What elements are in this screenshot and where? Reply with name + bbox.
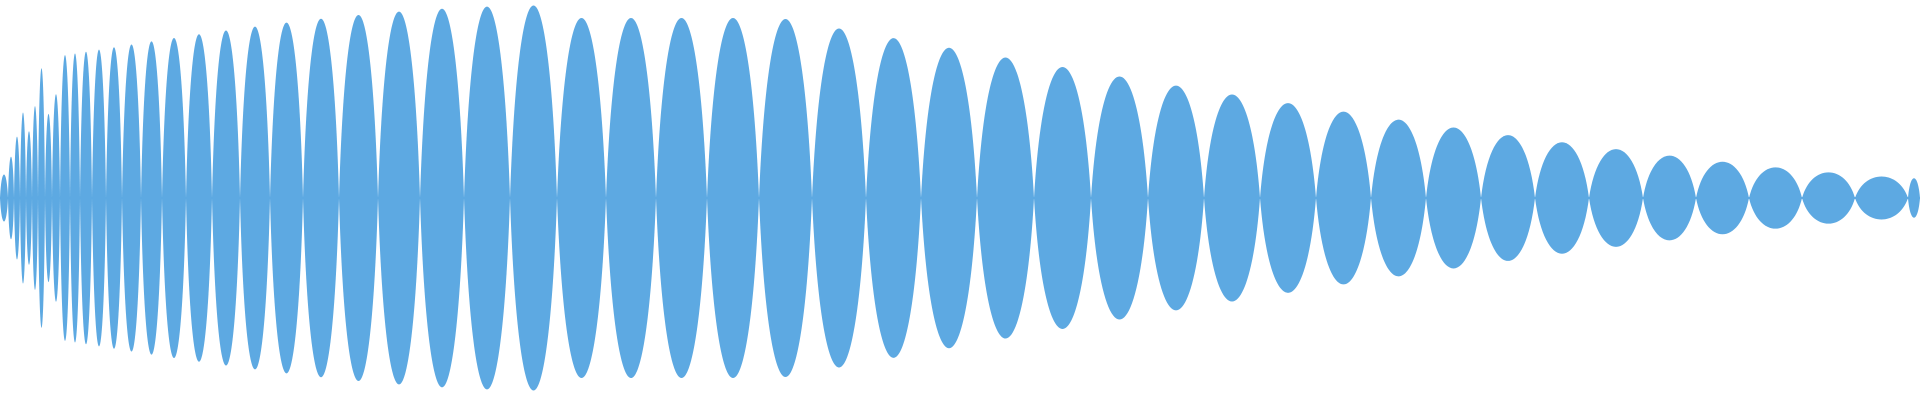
waveform-lobes [0,5,1920,391]
waveform-baseline [0,197,1920,199]
